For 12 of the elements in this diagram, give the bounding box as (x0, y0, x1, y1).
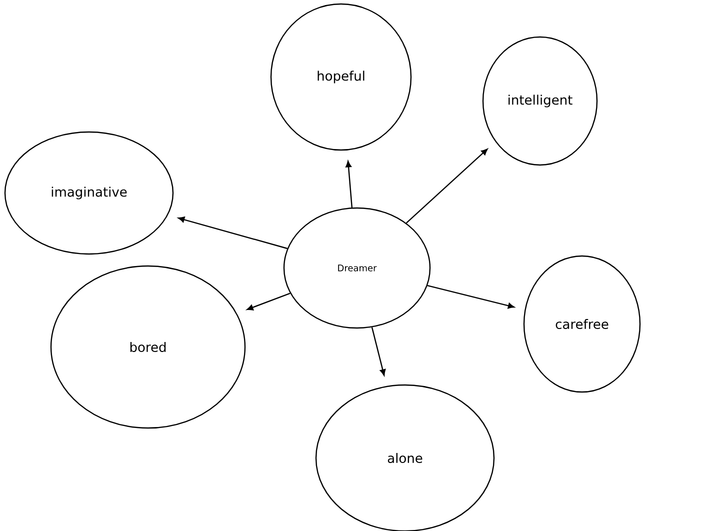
arrow (246, 292, 290, 310)
arrow (406, 148, 488, 224)
arrow (427, 284, 514, 309)
ellipse-node: intelligent (482, 36, 598, 166)
ellipse-node: imaginative (4, 131, 174, 255)
ellipse-node: bored (50, 265, 246, 429)
ellipse-node: carefree (523, 255, 641, 393)
ellipse-node: hopeful (270, 3, 412, 151)
ellipse-node: Dreamer (283, 207, 431, 329)
arrow (346, 160, 353, 208)
arrow (371, 327, 386, 376)
arrow (178, 216, 288, 250)
